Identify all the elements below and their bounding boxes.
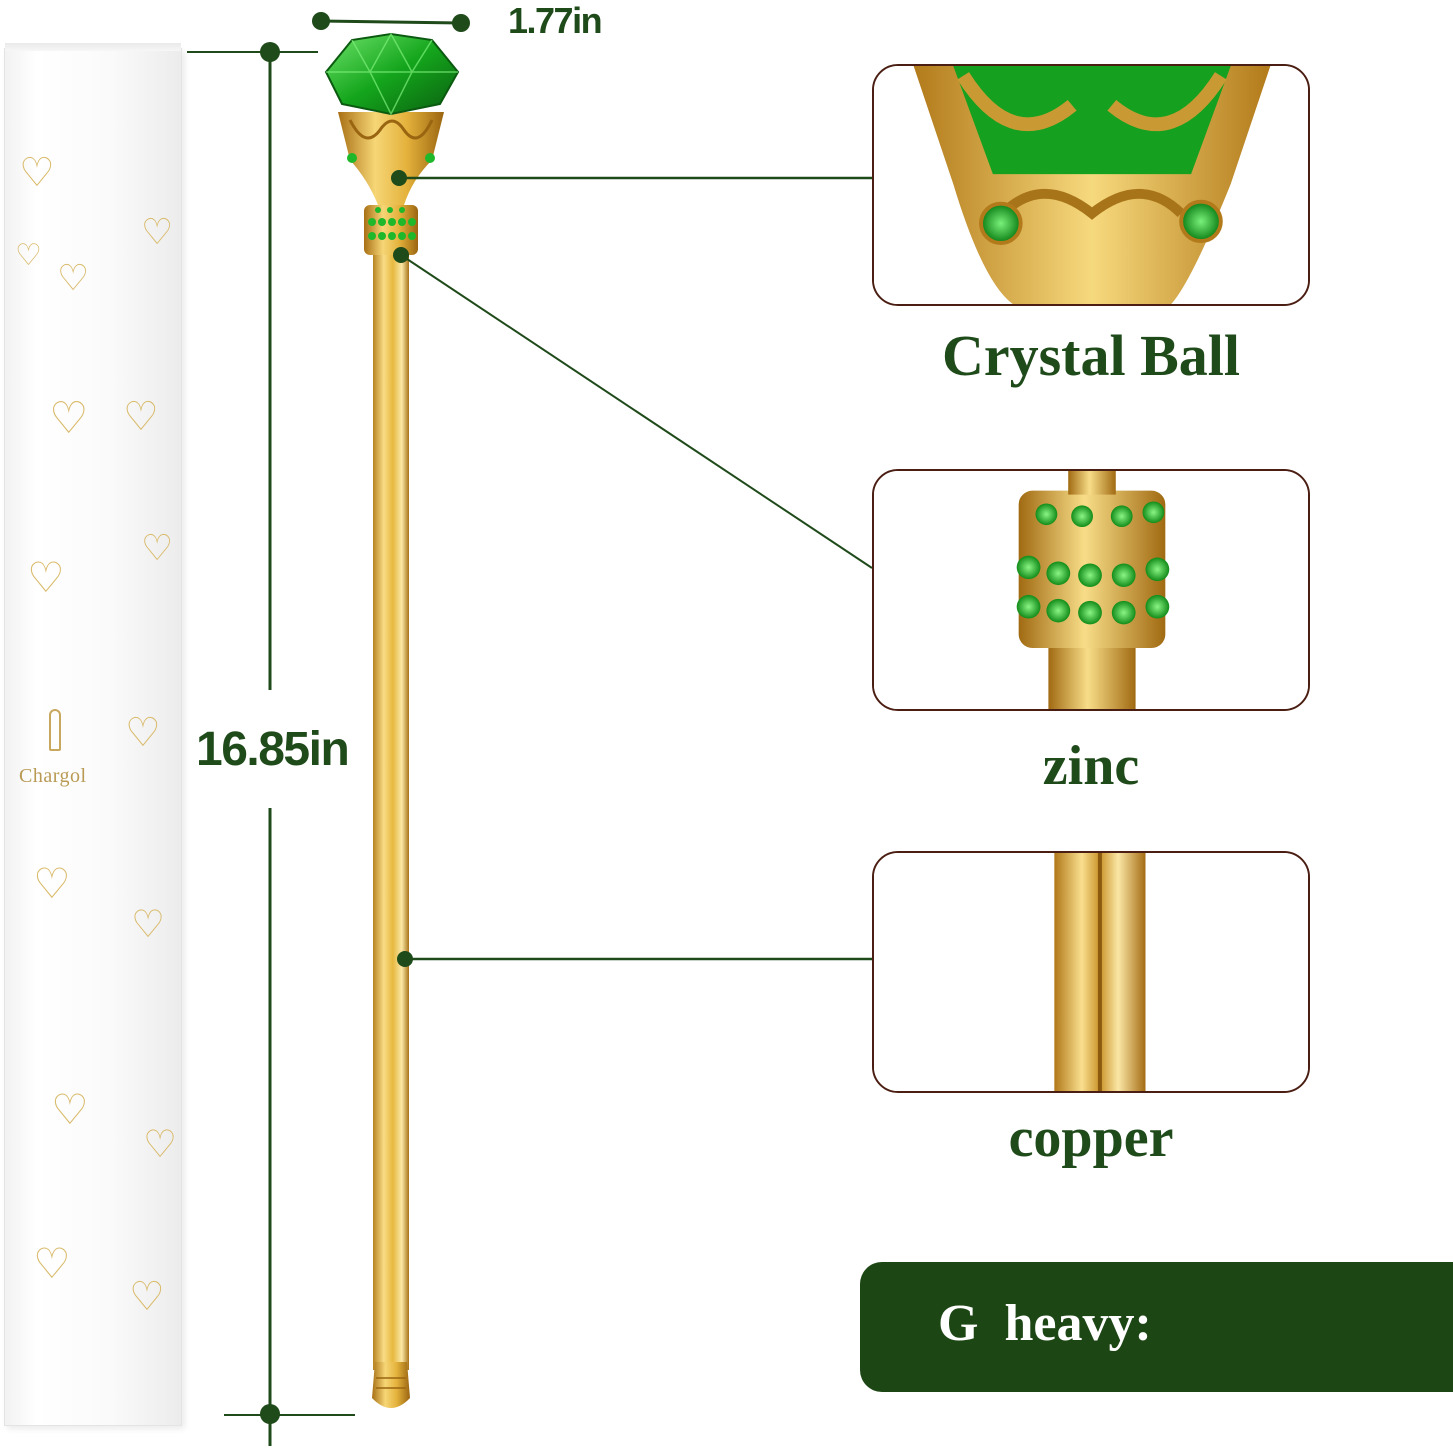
heart-icon: ♡ <box>27 553 65 602</box>
leader-dot-crystal <box>391 170 407 186</box>
width-label: 1.77in <box>508 0 603 41</box>
crown-gem <box>347 153 357 163</box>
brand-logo-icon <box>49 709 61 751</box>
height-label: 16.85in <box>196 723 350 776</box>
heart-icon: ♡ <box>33 1239 71 1288</box>
leader-dot-copper <box>397 951 413 967</box>
leader-dot-zinc <box>393 247 409 263</box>
heart-icon: ♡ <box>141 528 174 569</box>
caption-zinc: zinc <box>1042 735 1140 797</box>
scepter-rod <box>373 250 409 1370</box>
heart-icon: ♡ <box>51 1085 89 1134</box>
heart-icon: ♡ <box>33 859 71 908</box>
detail-panel-copper <box>872 851 1310 1093</box>
heart-icon: ♡ <box>129 1274 165 1320</box>
detail-panel-crystal <box>872 64 1310 306</box>
crystal-gem <box>324 32 460 116</box>
gift-box: ♡ ♡ ♡ ♡ ♡ ♡ ♡ ♡ ♡ ♡ ♡ ♡ ♡ ♡ ♡ Chargol <box>4 43 182 1426</box>
height-dimension-dot <box>260 1404 280 1424</box>
detail-panel-zinc <box>872 469 1310 711</box>
crown-gem <box>425 153 435 163</box>
collar-gems <box>368 207 416 240</box>
heart-icon: ♡ <box>49 393 89 444</box>
scepter-crown <box>338 112 444 205</box>
width-dimension-dot <box>312 12 330 30</box>
heart-icon: ♡ <box>19 150 55 196</box>
heart-icon: ♡ <box>57 258 90 299</box>
heart-icon: ♡ <box>123 394 159 440</box>
heart-icon: ♡ <box>131 902 166 946</box>
heart-icon: ♡ <box>125 710 161 756</box>
width-dimension-dot <box>452 14 470 32</box>
width-dimension-line <box>320 19 462 25</box>
scepter-end-cap <box>372 1362 410 1408</box>
height-dimension-dot <box>260 42 280 62</box>
caption-crystal-ball: Crystal Ball <box>941 323 1241 388</box>
heart-icon: ♡ <box>143 1122 178 1166</box>
heart-icon: ♡ <box>15 238 42 273</box>
leader-line-zinc <box>400 254 873 569</box>
weight-label: G heavy: <box>938 1295 1152 1352</box>
brand-name: Chargol <box>19 765 87 787</box>
heart-icon: ♡ <box>141 212 174 253</box>
gift-box-lid <box>5 43 181 51</box>
scepter-collar <box>364 205 418 255</box>
caption-copper: copper <box>1008 1107 1174 1169</box>
weight-banner: G heavy: <box>860 1262 1453 1392</box>
